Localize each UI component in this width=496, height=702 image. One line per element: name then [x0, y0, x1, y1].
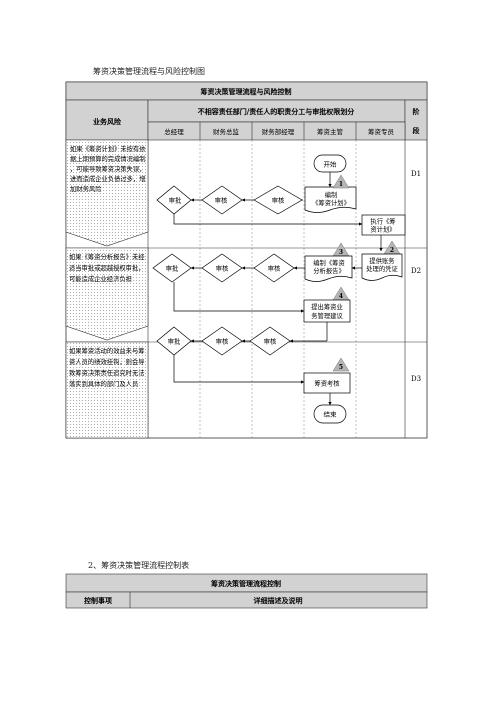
svg-text:筹资考核: 筹资考核 [314, 379, 340, 388]
svg-text:1: 1 [339, 181, 343, 188]
control-table-col-control-item: 控制事项 [84, 596, 112, 605]
responsibility-header: 不相容责任部门/责任人的职责分工与审批权限划分 [198, 107, 355, 116]
stage-label-d2: D2 [411, 267, 421, 275]
svg-text:5: 5 [339, 364, 343, 371]
marker-1: 1 [332, 174, 350, 189]
svg-text:务管理建议: 务管理建议 [311, 311, 343, 320]
node-review-finance-manager-d2: 审核 [253, 253, 295, 283]
svg-text:审核: 审核 [272, 196, 285, 205]
marker-5: 5 [332, 357, 350, 372]
stage-label-d3: D3 [411, 375, 421, 383]
svg-text:分析报告》: 分析报告》 [313, 266, 344, 275]
svg-text:审核: 审核 [264, 337, 277, 346]
node-approve-general-manager-d3: 审批 [156, 326, 192, 356]
node-review-finance-manager-d3: 审核 [249, 326, 291, 356]
stage-header-cell [404, 99, 428, 141]
node-review-finance-director-d2: 审核 [201, 253, 243, 283]
svg-text:结束: 结束 [324, 410, 338, 419]
svg-text:开始: 开始 [324, 160, 338, 169]
svg-text:编制《筹资: 编制《筹资 [313, 258, 344, 267]
node-execute-plan: 执行《筹 资计划》 [361, 214, 406, 236]
control-table-col-description: 详细描述及说明 [254, 596, 303, 605]
node-assess: 筹资考核 [303, 372, 351, 394]
svg-text:4: 4 [339, 293, 343, 300]
node-review-finance-manager-d1: 审核 [253, 185, 303, 215]
risk-cell-1: 如果《筹资计划》未按有依 据上期预算的完成情况编制 ，可能导致筹资决策失误， 进… [65, 139, 149, 247]
svg-text:提供账务: 提供账务 [369, 256, 395, 265]
svg-text:提出筹资业: 提出筹资业 [311, 302, 342, 311]
svg-text:3: 3 [339, 249, 343, 256]
risk-text-3: 如果筹资活动的效益未与筹 资人员的绩效挂钩，则会导 致筹资决策责任追究时无法 落… [69, 346, 147, 388]
svg-text:审批: 审批 [169, 196, 182, 205]
risk-text-1: 如果《筹资计划》未按有依 据上期预算的完成情况编制 ，可能导致筹资决策失误， 进… [70, 144, 148, 193]
svg-text:执行《筹: 执行《筹 [370, 217, 395, 226]
svg-text:审核: 审核 [215, 196, 228, 205]
svg-text:编制: 编制 [325, 190, 338, 199]
svg-text:审批: 审批 [168, 337, 181, 346]
section-2-heading: 2、筹资决策管理流程控制表 [88, 561, 190, 570]
col-header-finance-manager: 财务部经理 [262, 127, 295, 136]
risk-cell-3: 如果筹资活动的效益未与筹 资人员的绩效挂钩，则会导 致筹资决策责任追究时无法 落… [65, 341, 149, 439]
node-compile-report: 编制《筹资 分析报告》 [304, 255, 353, 282]
flowchart-title: 筹资决策管理流程与风险控制 [201, 87, 292, 96]
svg-text:审核: 审核 [268, 264, 281, 273]
column-headers: 总经理 财务总监 财务部经理 筹资主管 筹资专员 [147, 121, 406, 141]
svg-text:《筹资计划》: 《筹资计划》 [312, 198, 350, 207]
control-table-title: 筹资决策管理流程控制 [211, 579, 281, 588]
node-end: 结束 [313, 404, 347, 424]
node-approve-general-manager-d1: 审批 [156, 185, 192, 215]
col-header-financing-supervisor: 筹资主管 [317, 127, 344, 136]
svg-text:审核: 审核 [216, 337, 229, 346]
svg-text:2: 2 [390, 247, 394, 254]
col-header-financing-specialist: 筹资专员 [368, 127, 395, 136]
node-propose-advice: 提出筹资业 务管理建议 [303, 299, 351, 323]
risk-text-2: 如果《筹资分析报告》未经 适当审批或超越授权审批， 可能造成企业经济负担 [69, 252, 147, 283]
node-review-finance-director-d3: 审核 [201, 326, 243, 356]
svg-text:处理的凭证: 处理的凭证 [366, 264, 398, 273]
risk-header: 业务风险 [93, 117, 122, 126]
risk-cell-2: 如果《筹资分析报告》未经 适当审批或超越授权审批， 可能造成企业经济负担 [65, 247, 149, 341]
col-header-general-manager: 总经理 [164, 127, 184, 136]
col-header-finance-director: 财务总监 [213, 127, 240, 136]
svg-text:审核: 审核 [216, 264, 229, 273]
node-approve-general-manager-d2: 审批 [152, 253, 192, 283]
stage-header-char-2: 段 [413, 126, 420, 135]
node-compile-plan: 编制 《筹资计划》 [304, 186, 357, 213]
document-heading: 筹资决策管理流程与风险控制图 [93, 67, 205, 76]
node-review-finance-director-d1: 审核 [201, 185, 243, 215]
stage-header-char-1: 阶 [413, 107, 421, 116]
node-provide-voucher: 提供账务 处理的凭证 [361, 253, 403, 281]
stage-label-d1: D1 [411, 170, 421, 178]
control-table: 筹资决策管理流程控制 控制事项 详细描述及说明 [65, 573, 428, 609]
svg-text:审批: 审批 [166, 264, 179, 273]
svg-text:资计划》: 资计划》 [370, 225, 395, 234]
node-start: 开始 [313, 154, 347, 173]
